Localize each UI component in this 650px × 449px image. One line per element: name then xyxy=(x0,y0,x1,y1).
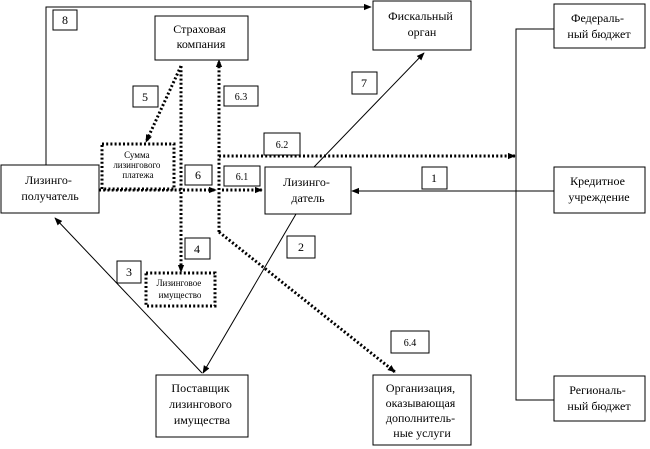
fiscal-organ: Фискальный орган xyxy=(372,0,472,51)
services-organization-line-2: оказывающая xyxy=(386,396,456,410)
svg-text:2: 2 xyxy=(298,240,304,254)
fiscal-organ-line-1: Фискальный xyxy=(388,9,453,23)
credit-institution: Кредитное учреждение xyxy=(553,166,646,214)
svg-text:Кредитное учреждение: Кредитное учреждение xyxy=(568,174,629,204)
label-5: 5 xyxy=(132,85,159,108)
label-61: 6.1 xyxy=(223,165,261,187)
services-organization-line-4: ные услуги xyxy=(393,426,451,440)
credit-institution-line-1: Кредитное xyxy=(570,174,625,188)
services-organization: Организация, оказывающая дополнитель- ны… xyxy=(372,374,472,446)
svg-text:4: 4 xyxy=(194,242,200,256)
label-3: 3 xyxy=(116,260,142,284)
lessor: Лизинго- датель xyxy=(264,166,352,215)
federal-budget-line-1: Федераль- xyxy=(571,11,624,25)
svg-text:7: 7 xyxy=(361,76,367,90)
insurance-company-line-1: Страховая xyxy=(173,22,226,36)
regional-budget: Региональ- ный бюджет xyxy=(553,375,646,422)
supplier-line-2: лизингового xyxy=(169,397,232,411)
svg-text:1: 1 xyxy=(431,171,437,185)
lessee-line-2: получатель xyxy=(21,189,79,203)
supplier: Поставщик лизингового имущества xyxy=(155,374,249,438)
connectors xyxy=(45,3,554,401)
svg-text:Сумма лизингового: Сумма лизингового платежа xyxy=(113,150,162,180)
services-organization-line-1: Организация, xyxy=(386,381,455,395)
budget-bracket xyxy=(515,28,554,401)
label-62: 6.2 xyxy=(263,132,301,156)
supplier-line-3: имущества xyxy=(174,413,231,427)
arrow-3 xyxy=(54,217,203,374)
lessor-line-1: Лизинго- xyxy=(283,175,330,189)
leasing-payment-sum: Сумма лизингового платежа xyxy=(100,142,176,191)
insurance-company: Страховая компания xyxy=(154,15,249,61)
svg-text:Страховая компания: Страховая компания xyxy=(173,22,228,51)
svg-text:6.1: 6.1 xyxy=(236,172,249,183)
credit-institution-line-2: учреждение xyxy=(568,190,629,204)
svg-text:6.2: 6.2 xyxy=(276,140,289,151)
svg-text:Фискальный орган: Фискальный орган xyxy=(388,9,456,39)
regional-budget-line-2: ный бюджет xyxy=(567,399,631,413)
arrow-2 xyxy=(202,213,297,374)
lessee: Лизинго- получатель xyxy=(0,164,100,214)
label-64: 6.4 xyxy=(390,330,430,354)
svg-text:6.4: 6.4 xyxy=(404,338,417,349)
label-4: 4 xyxy=(184,237,211,260)
label-7: 7 xyxy=(351,71,378,95)
lessor-line-2: датель xyxy=(291,191,325,205)
leasing-payment-line-2: лизингового xyxy=(113,160,161,170)
arrow-7 xyxy=(313,52,425,168)
svg-text:Поставщик лизингового: Поставщик лизингового имущества xyxy=(169,381,235,427)
arrow-5 xyxy=(144,65,183,143)
leasing-property-line-1: Лизинговое xyxy=(156,278,201,288)
leasing-payment-line-1: Сумма xyxy=(124,150,149,160)
svg-text:8: 8 xyxy=(62,13,68,27)
supplier-line-1: Поставщик xyxy=(171,381,229,395)
svg-text:Региональ- ный бюджет: Региональ- ный бюджет xyxy=(567,383,631,413)
svg-text:Федераль- ный бюджет: Федераль- ный бюджет xyxy=(567,11,631,41)
label-8: 8 xyxy=(52,9,78,31)
lessee-line-1: Лизинго- xyxy=(25,173,72,187)
insurance-company-line-2: компания xyxy=(177,37,226,51)
leasing-payment-line-3: платежа xyxy=(122,170,153,180)
svg-text:5: 5 xyxy=(142,90,148,104)
services-organization-line-3: дополнитель- xyxy=(386,411,455,425)
svg-text:Лизинго- датель: Лизинго- датель xyxy=(283,175,333,205)
svg-text:6: 6 xyxy=(195,168,201,182)
arrow-8 xyxy=(45,3,372,165)
leasing-property: Лизинговое имущество xyxy=(144,271,217,308)
federal-budget-line-2: ный бюджет xyxy=(567,27,631,41)
label-63: 6.3 xyxy=(223,85,259,107)
label-1: 1 xyxy=(421,166,448,190)
step-labels: 8 5 6.3 7 6.2 6 6.1 1 xyxy=(52,9,448,354)
svg-text:Лизинговое имущество: Лизинговое имущество xyxy=(156,278,203,300)
svg-text:Лизинго- получатель: Лизинго- получатель xyxy=(21,173,79,203)
regional-budget-line-1: Региональ- xyxy=(569,383,626,397)
leasing-property-line-2: имущество xyxy=(159,290,202,300)
federal-budget: Федераль- ный бюджет xyxy=(553,3,646,49)
label-2: 2 xyxy=(286,235,316,259)
svg-text:Организация, оказывающ: Организация, оказывающая дополнитель- ны… xyxy=(386,381,459,440)
label-6: 6 xyxy=(184,164,213,186)
fiscal-organ-line-2: орган xyxy=(408,25,437,39)
svg-text:6.3: 6.3 xyxy=(235,92,248,103)
svg-text:3: 3 xyxy=(126,265,132,279)
